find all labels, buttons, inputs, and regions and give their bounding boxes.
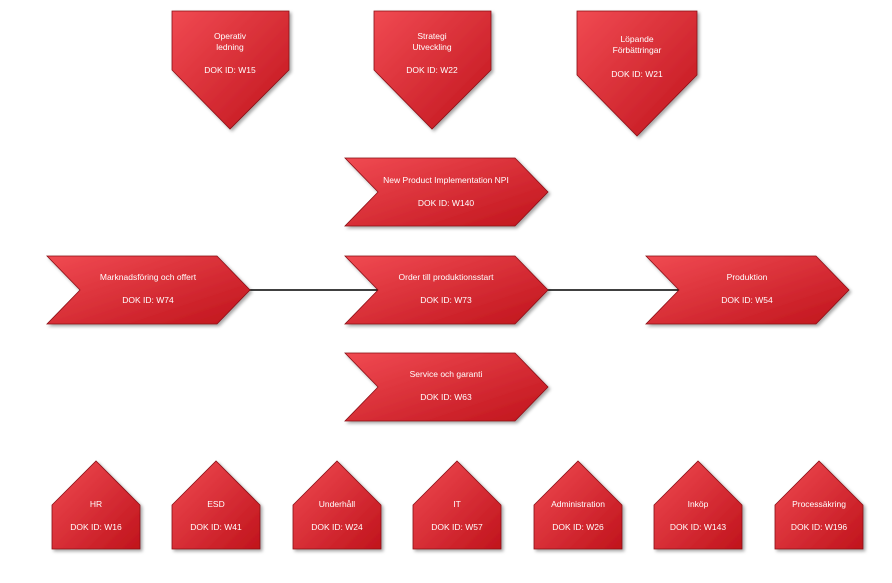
support-process-doc-id: DOK ID: W196 — [791, 522, 847, 532]
process-order-till-produktionsstart[interactable]: Order till produktionsstart DOK ID: W73 — [344, 255, 549, 325]
process-strategi-utveckling[interactable]: Strategi Utveckling DOK ID: W22 — [373, 10, 492, 130]
support-process-doc-id: DOK ID: W16 — [70, 522, 122, 532]
support-process-esd[interactable]: ESD DOK ID: W41 — [171, 460, 261, 550]
support-process-processakring[interactable]: Processäkring DOK ID: W196 — [774, 460, 864, 550]
process-title-line: Löpande — [620, 34, 653, 44]
support-process-title: Processäkring — [792, 499, 846, 509]
process-doc-id: DOK ID: W15 — [204, 65, 256, 75]
process-produktion[interactable]: Produktion DOK ID: W54 — [645, 255, 850, 325]
support-process-hr[interactable]: HR DOK ID: W16 — [51, 460, 141, 550]
process-operativ-ledning[interactable]: Operativ ledning DOK ID: W15 — [171, 10, 290, 130]
support-process-title: Administration — [551, 499, 605, 509]
process-title-line: Förbättringar — [613, 45, 662, 55]
support-process-title: Inköp — [688, 499, 709, 509]
support-process-doc-id: DOK ID: W143 — [670, 522, 726, 532]
support-process-underhall[interactable]: Underhåll DOK ID: W24 — [292, 460, 382, 550]
process-doc-id: DOK ID: W22 — [406, 65, 458, 75]
process-title-line: ledning — [216, 42, 244, 52]
process-title-line: Utveckling — [412, 42, 451, 52]
support-process-title: HR — [90, 499, 102, 509]
process-title: Marknadsföring och offert — [100, 272, 197, 282]
support-process-inkop[interactable]: Inköp DOK ID: W143 — [653, 460, 743, 550]
process-doc-id: DOK ID: W63 — [420, 392, 472, 402]
support-process-doc-id: DOK ID: W57 — [431, 522, 483, 532]
process-title: Order till produktionsstart — [399, 272, 495, 282]
process-title-line: Strategi — [417, 31, 446, 41]
process-title: Produktion — [727, 272, 768, 282]
support-process-title: Underhåll — [319, 499, 355, 509]
process-lopande-forbattringar[interactable]: Löpande Förbättringar DOK ID: W21 — [576, 10, 698, 137]
support-process-doc-id: DOK ID: W24 — [311, 522, 363, 532]
process-doc-id: DOK ID: W73 — [420, 295, 472, 305]
support-process-doc-id: DOK ID: W41 — [190, 522, 242, 532]
support-process-title: IT — [453, 499, 461, 509]
process-marknadsforing[interactable]: Marknadsföring och offert DOK ID: W74 — [46, 255, 251, 325]
process-doc-id: DOK ID: W21 — [611, 69, 663, 79]
support-process-doc-id: DOK ID: W26 — [552, 522, 604, 532]
process-doc-id: DOK ID: W54 — [721, 295, 773, 305]
process-doc-id: DOK ID: W140 — [418, 198, 474, 208]
process-title: Service och garanti — [410, 369, 483, 379]
process-service-och-garanti[interactable]: Service och garanti DOK ID: W63 — [344, 352, 549, 422]
support-process-title: ESD — [207, 499, 224, 509]
support-process-it[interactable]: IT DOK ID: W57 — [412, 460, 502, 550]
support-process-administration[interactable]: Administration DOK ID: W26 — [533, 460, 623, 550]
process-doc-id: DOK ID: W74 — [122, 295, 174, 305]
process-title-line: Operativ — [214, 31, 247, 41]
process-title: New Product Implementation NPI — [383, 175, 509, 185]
process-npi[interactable]: New Product Implementation NPI DOK ID: W… — [344, 157, 549, 227]
